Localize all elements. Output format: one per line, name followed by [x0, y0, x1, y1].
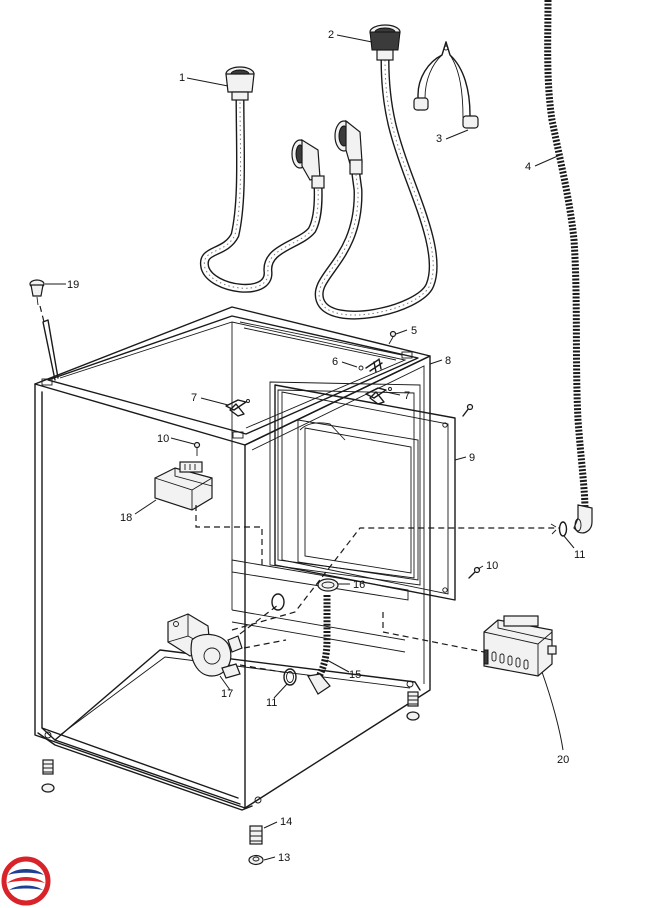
callout-15: 15	[349, 669, 361, 681]
dash-pump-17	[231, 604, 289, 674]
callout-7-left: 7	[191, 392, 197, 404]
dash-18-to-cabinet	[195, 505, 263, 565]
callout-1: 1	[179, 72, 185, 84]
clamp-near-panel	[271, 593, 285, 611]
inlet-hose-part-1	[199, 66, 325, 293]
dash-to-box-20	[382, 612, 485, 653]
callout-6: 6	[332, 356, 338, 368]
control-box-part-20	[483, 615, 557, 677]
inlet-hose-part-2	[314, 24, 438, 320]
hose-clamp-part-11-lower	[283, 668, 297, 686]
cabinet-part-8	[34, 306, 431, 811]
leveling-foot-left	[41, 759, 55, 793]
callout-4: 4	[525, 161, 531, 173]
callout-3: 3	[436, 133, 442, 145]
dash-9-to-hose	[231, 527, 560, 631]
callout-labels: 1 2 3 4 5 6 7 7 8 9 10 10 11 11 13 14 15…	[67, 29, 585, 864]
callout-13: 13	[278, 852, 290, 864]
callout-19: 19	[67, 279, 79, 291]
drain-hose-part-4	[544, 0, 593, 534]
noise-filter-part-18	[154, 461, 213, 511]
seal-part-16	[317, 578, 339, 592]
callout-9: 9	[469, 452, 475, 464]
callout-10-left: 10	[157, 433, 169, 445]
bracket-part-7-right	[365, 387, 392, 405]
leader-lines	[45, 34, 575, 861]
callout-5: 5	[411, 325, 417, 337]
callout-7-right: 7	[404, 390, 410, 402]
screw-part-10-lower	[468, 566, 481, 579]
callout-17: 17	[221, 688, 233, 700]
bracket-part-7-left	[225, 399, 250, 417]
callout-10-right: 10	[486, 560, 498, 572]
hose-clamp-part-11-right	[550, 521, 568, 537]
hose-guide-part-3	[413, 41, 479, 129]
callout-20: 20	[557, 754, 569, 766]
callout-11-lower: 11	[266, 697, 277, 709]
callout-8: 8	[445, 355, 451, 367]
fastener-part-6	[358, 358, 383, 373]
callout-14: 14	[280, 816, 292, 828]
rear-panel-part-9	[274, 384, 456, 601]
screw-part-10-left	[193, 441, 201, 456]
screw-part-5	[388, 330, 397, 345]
callout-2: 2	[328, 29, 334, 41]
leveling-foot-right	[406, 691, 420, 721]
sump-hose-part-15	[307, 595, 331, 695]
callout-16: 16	[353, 579, 365, 591]
leveling-foot-part-14	[249, 825, 263, 845]
callout-18: 18	[120, 512, 132, 524]
callout-11-right: 11	[574, 549, 585, 561]
brand-logo-icon	[1, 856, 51, 906]
nut-part-13	[248, 854, 264, 866]
drain-pump-part-17	[167, 613, 243, 679]
screw-part-10-upper	[462, 403, 474, 417]
screw-part-19	[29, 279, 59, 381]
